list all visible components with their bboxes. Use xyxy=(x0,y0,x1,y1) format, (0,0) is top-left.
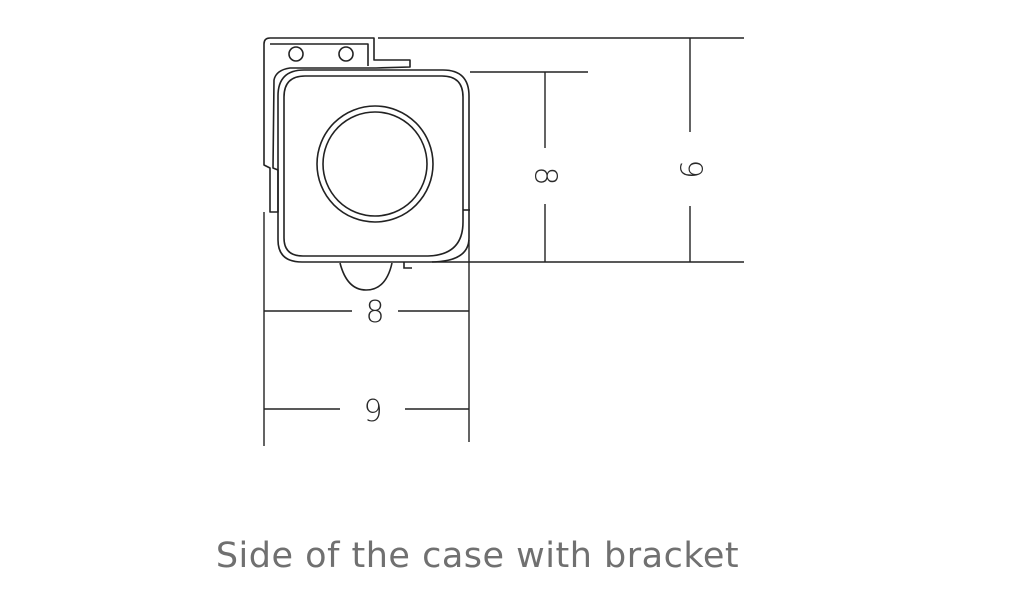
bracket-outline-outer xyxy=(263,37,411,213)
case-corner-tab xyxy=(403,262,412,269)
bracket-outline-inner xyxy=(270,43,369,66)
bracket xyxy=(263,37,411,213)
dimension-lines xyxy=(263,37,744,446)
bracket-hole-left xyxy=(288,46,304,62)
dim-label-bracket-width: 9 xyxy=(363,394,382,429)
dim-label-case-width: 8 xyxy=(365,295,384,330)
case-bottom-cap xyxy=(339,262,393,291)
case-outline-outer xyxy=(277,69,470,263)
dimension-labels: 8 9 8 9 xyxy=(363,159,707,429)
dim-label-case-height: 8 xyxy=(528,166,563,185)
dim-label-bracket-height: 9 xyxy=(673,159,708,178)
diagram-caption: Side of the case with bracket xyxy=(215,536,740,576)
bracket-hole-right xyxy=(338,46,354,62)
roller-outer-circle xyxy=(316,105,434,223)
case-outline-inner xyxy=(283,75,464,257)
case xyxy=(277,69,470,291)
roller-inner-circle xyxy=(322,111,428,217)
